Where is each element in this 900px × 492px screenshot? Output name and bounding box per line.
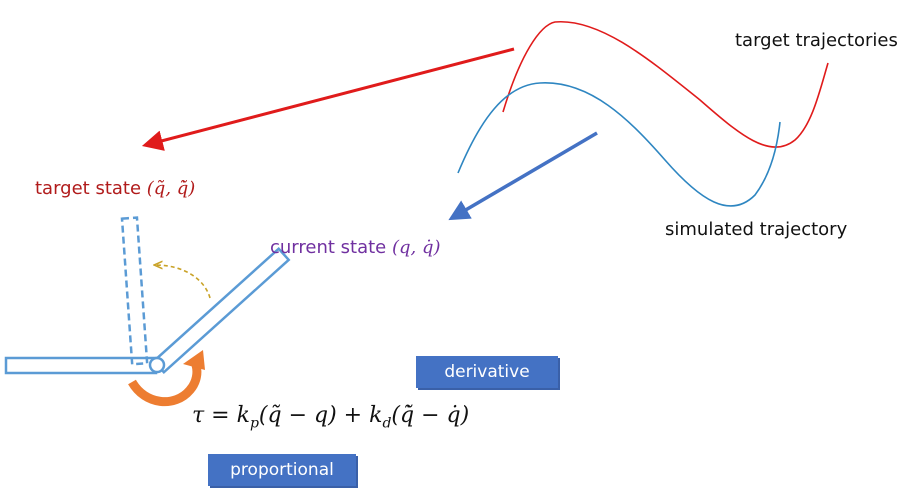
torque-arrow [128, 363, 202, 407]
torque-arrowhead [183, 350, 205, 370]
current-state-text: current state [270, 237, 392, 258]
proportional-tag-text: proportional [230, 460, 334, 480]
current-state-label: current state (q, q̇) [270, 237, 441, 258]
target-state-math: (q̃, q̃̇) [146, 178, 196, 199]
kp-subscript: p [249, 415, 259, 432]
target-state-label: target state (q̃, q̃̇) [35, 178, 195, 199]
simulated-trajectory-label: simulated trajectory [665, 219, 848, 240]
plus-sign: + [336, 403, 370, 428]
pd-equation: τ = kp(q̃ − q) + kd(q̃̇ − q̇) [192, 403, 469, 431]
proportional-tag: proportional [208, 454, 356, 486]
target-trajectories-label: target trajectories [735, 30, 898, 51]
equals-sign: = [204, 403, 237, 428]
derivative-term: (q̃̇ − q̇) [391, 403, 470, 428]
simulated-trajectory-curve [457, 82, 781, 207]
kd-subscript: d [382, 415, 392, 432]
joint-circle [148, 356, 166, 374]
kd-symbol: k [369, 403, 383, 428]
target-trajectory-curve [502, 21, 829, 148]
current-arrow [448, 131, 598, 221]
target-arrow [141, 47, 515, 151]
tau-symbol: τ [192, 403, 205, 428]
derivative-tag-text: derivative [444, 362, 530, 382]
target-link-dashed [120, 216, 149, 366]
proportional-term: (q̃ − q) [258, 403, 337, 428]
target-state-text: target state [35, 178, 147, 199]
derivative-tag: derivative [416, 356, 558, 388]
base-link [4, 356, 158, 375]
current-state-math: (q, q̇) [391, 237, 441, 258]
kp-symbol: k [236, 403, 250, 428]
rotation-arrow-dashed [155, 265, 211, 299]
